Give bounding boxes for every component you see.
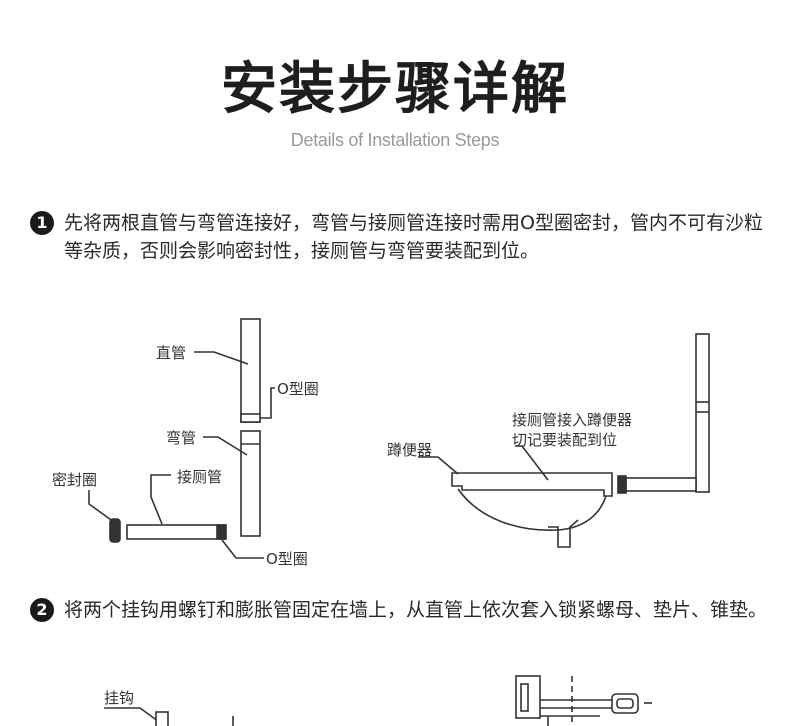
- label-o-ring-top: O型圈: [277, 380, 319, 398]
- label-squat-toilet: 蹲便器: [387, 441, 432, 459]
- label-toilet-connector: 接厕管: [177, 468, 222, 486]
- connector-ring: [617, 475, 627, 494]
- hook-shape: [155, 711, 169, 726]
- squat-toilet-diagram: [418, 333, 710, 548]
- squat-toilet-labels: 蹲便器 接厕管接入蹲便器 切记要装配到位: [387, 411, 632, 459]
- horizontal-pipe: [625, 477, 697, 492]
- vertical-pipe: [695, 333, 710, 493]
- step-2: 2 将两个挂钩用螺钉和膨胀管固定在墙上，从直管上依次套入锁紧螺母、垫片、锥垫。: [30, 596, 775, 656]
- toilet-connector-pipe: [126, 524, 226, 540]
- o-ring-bottom-shape: [216, 524, 227, 540]
- step-text: 将两个挂钩用螺钉和膨胀管固定在墙上，从直管上依次套入锁紧螺母、垫片、锥垫。: [64, 599, 768, 621]
- page-subtitle: Details of Installation Steps: [290, 130, 500, 150]
- label-elbow: 弯管: [166, 429, 196, 447]
- hook-diagram: [104, 675, 652, 726]
- step-number-badge: 2: [30, 598, 54, 622]
- straight-pipe: [240, 318, 261, 423]
- pipe-assembly-diagram: [88, 318, 275, 559]
- label-o-ring-bottom: O型圈: [266, 550, 308, 568]
- label-note-line2: 切记要装配到位: [512, 431, 617, 449]
- label-hook: 挂钩: [104, 689, 134, 707]
- hook-labels: 挂钩: [104, 689, 134, 707]
- page-title: 安装步骤详解: [221, 57, 569, 122]
- toilet-bowl: [457, 488, 607, 531]
- seal-ring-shape: [109, 518, 121, 543]
- label-straight-pipe: 直管: [156, 344, 186, 362]
- elbow-pipe: [240, 430, 261, 537]
- toilet-outlet: [548, 519, 579, 548]
- label-seal-ring: 密封圈: [52, 471, 97, 489]
- toilet-rim: [451, 472, 613, 497]
- o-ring-top-shape: [240, 413, 261, 423]
- label-note-line1: 接厕管接入蹲便器: [512, 411, 632, 429]
- pipe-assembly-labels: 直管 O型圈 弯管 密封圈 接厕管 O型圈: [52, 344, 319, 568]
- step-text: 先将两根直管与弯管连接好，弯管与接厕管连接时需用O型圈密封，管内不可有沙粒等杂质…: [64, 212, 763, 262]
- step-1: 1 先将两根直管与弯管连接好，弯管与接厕管连接时需用O型圈密封，管内不可有沙粒等…: [30, 209, 775, 269]
- step-number-badge: 1: [30, 211, 54, 235]
